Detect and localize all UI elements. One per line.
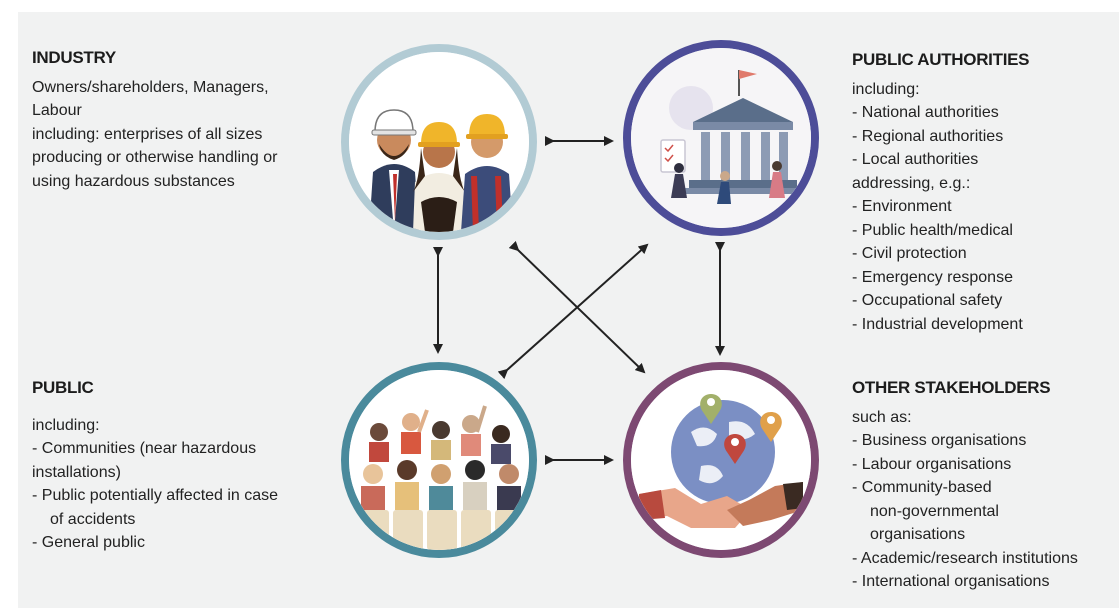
- authority-level-item: - National authorities: [852, 104, 999, 121]
- public-item-continuation: installations): [32, 463, 121, 481]
- public-item: - Public potentially affected in case of…: [32, 484, 278, 531]
- globe-handshake-illustration: [631, 370, 811, 550]
- industry-line: producing or otherwise handling or: [32, 149, 278, 166]
- workers-illustration: [349, 52, 529, 232]
- authority-area-item: - Environment: [852, 198, 952, 215]
- others-list: - Business organisations - Labour organi…: [852, 429, 1078, 594]
- public-item: - General public: [32, 531, 278, 555]
- authority-area-item: - Public health/medical: [852, 221, 1013, 239]
- industry-line: Owners/shareholders, Managers,: [32, 78, 269, 96]
- stakeholder-item: - International organisations: [852, 573, 1050, 590]
- public-block: PUBLIC including: - Communities (near ha…: [32, 376, 278, 555]
- industry-line: including: enterprises of all sizes: [32, 125, 263, 143]
- authority-area-item: - Civil protection: [852, 245, 967, 262]
- public-authorities-circle: [623, 40, 819, 236]
- authority-level-item: - Local authorities: [852, 151, 979, 168]
- stakeholder-item: - Community-based non-governmental organ…: [852, 476, 1078, 547]
- authorities-intro: including:: [852, 80, 920, 98]
- authorities-areas-list: - Environment - Public health/medical - …: [852, 195, 1029, 336]
- authority-area-item: - Industrial development: [852, 315, 1023, 333]
- public-circle: [341, 362, 537, 558]
- authority-area-item: - Emergency response: [852, 268, 1013, 286]
- stakeholder-item-text: - Community-based: [852, 479, 992, 496]
- stakeholder-item: - Labour organisations: [852, 455, 1012, 473]
- public-item-text: - General public: [32, 534, 145, 551]
- authorities-addressing: addressing, e.g.:: [852, 174, 971, 192]
- industry-circle: [341, 44, 537, 240]
- industry-block: INDUSTRY Owners/shareholders, Managers, …: [32, 46, 277, 193]
- public-intro: including:: [32, 416, 100, 434]
- other-stakeholders-title: OTHER STAKEHOLDERS: [852, 378, 1051, 397]
- public-item-text: - Public potentially affected in case: [32, 487, 279, 504]
- authority-level-item: - Regional authorities: [852, 127, 1004, 145]
- others-intro: such as:: [852, 408, 912, 426]
- other-stakeholders-block: OTHER STAKEHOLDERS such as: - Business o…: [852, 376, 1078, 594]
- government-building-illustration: [631, 48, 811, 228]
- industry-line: Labour: [32, 102, 82, 119]
- other-stakeholders-circle: [623, 362, 819, 558]
- public-item-continuation: of accidents: [50, 510, 136, 528]
- public-item: - Communities (near hazardous installati…: [32, 437, 278, 484]
- industry-line: using hazardous substances: [32, 172, 235, 190]
- public-title: PUBLIC: [32, 378, 94, 397]
- public-item-text: - Communities (near hazardous: [32, 440, 257, 457]
- public-authorities-block: PUBLIC AUTHORITIES including: - National…: [852, 48, 1030, 336]
- stakeholder-item-continuation: organisations: [870, 526, 966, 543]
- authorities-levels-list: - National authorities - Regional author…: [852, 101, 1029, 172]
- audience-illustration: [349, 370, 529, 550]
- industry-title: INDUSTRY: [32, 48, 116, 67]
- public-authorities-title: PUBLIC AUTHORITIES: [852, 50, 1030, 69]
- authority-area-item: - Occupational safety: [852, 292, 1003, 309]
- stakeholder-item: - Business organisations: [852, 432, 1027, 449]
- stakeholder-item: - Academic/research institutions: [852, 549, 1078, 567]
- stakeholder-item-continuation: non-governmental: [870, 502, 999, 520]
- public-list: - Communities (near hazardous installati…: [32, 437, 278, 555]
